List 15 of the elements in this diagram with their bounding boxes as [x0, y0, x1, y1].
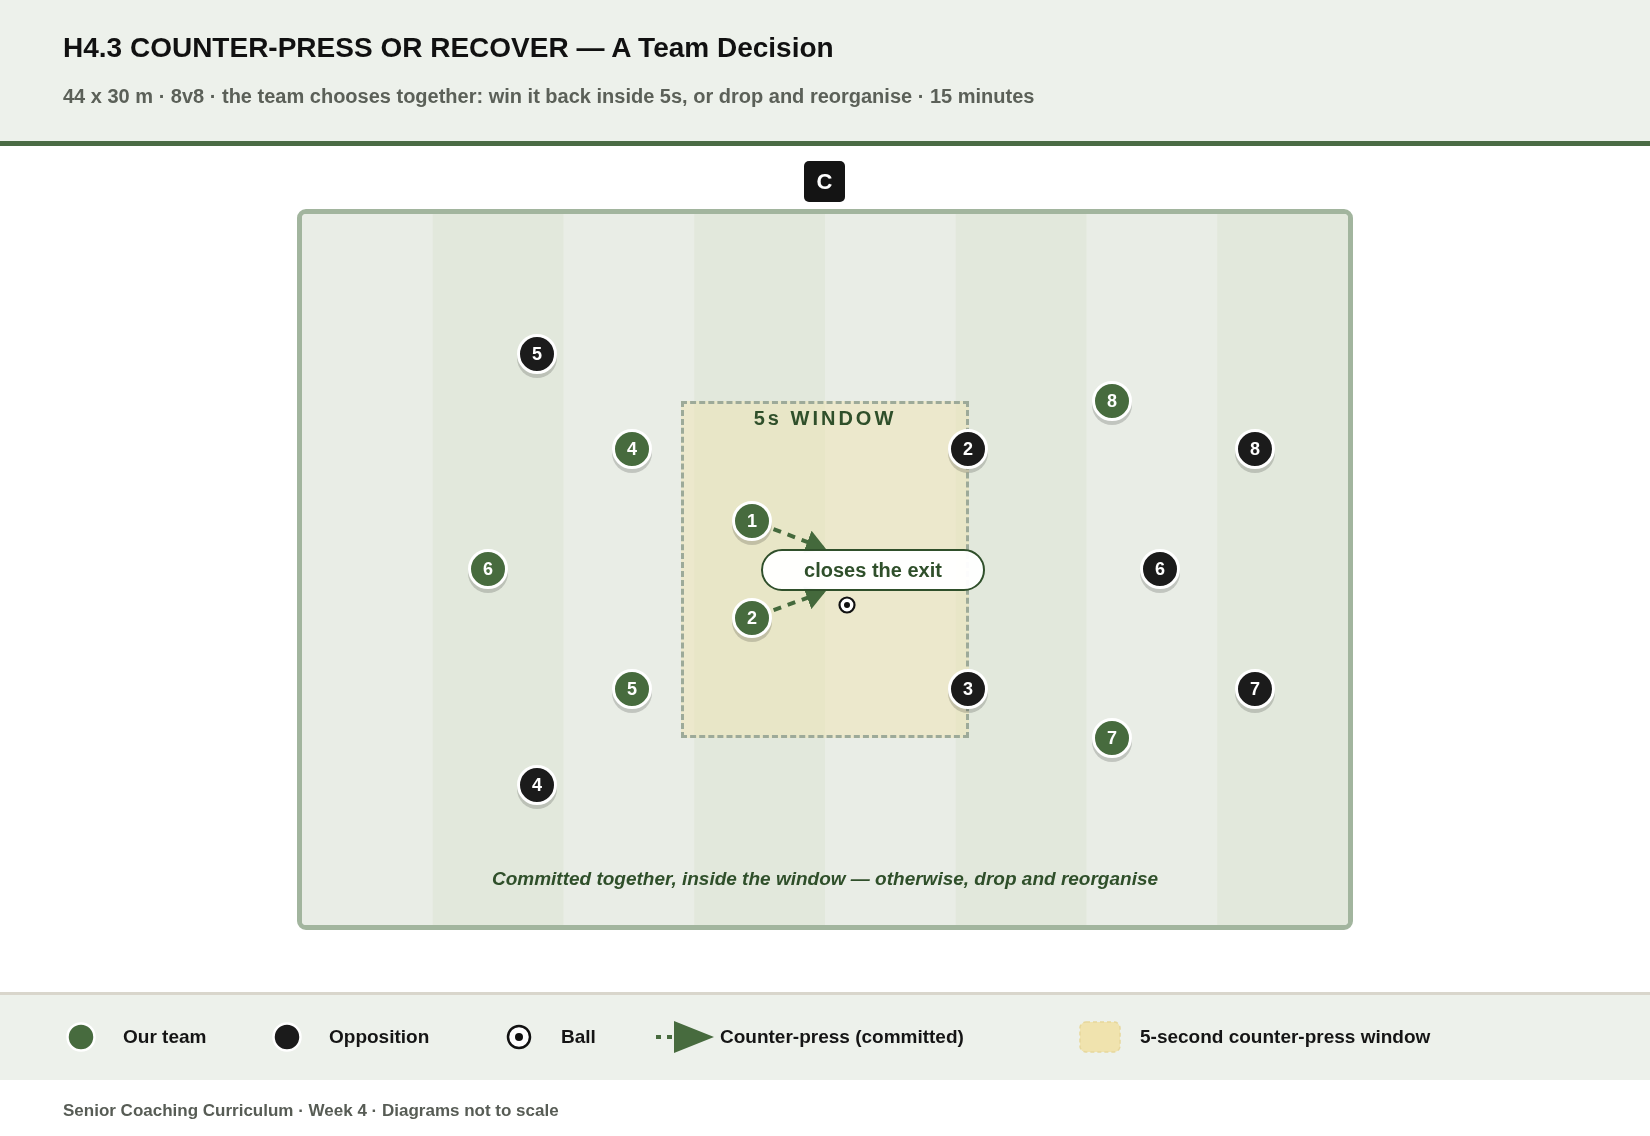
arrow	[772, 527, 827, 552]
legend-label: 5-second counter-press window	[1140, 1026, 1431, 1048]
zone-label: 5s WINDOW	[753, 407, 897, 430]
legend-label: Counter-press (committed)	[720, 1026, 964, 1048]
coach-marker: C	[804, 161, 845, 202]
legend-label: Ball	[561, 1026, 596, 1048]
legend-label: Opposition	[329, 1026, 430, 1048]
pitch	[297, 209, 1353, 930]
subtitle: 44 x 30 m · 8v8 · the team chooses together: win it back inside 5s, or drop and reorganise · 15 minutes	[63, 84, 1035, 108]
pitch-caption: Committed together, inside the window — otherwise, drop and reorganise	[491, 868, 1159, 890]
diagram-title: H4.3 COUNTER-PRESS OR RECOVER — A Team Decision	[63, 31, 834, 65]
legend-label: Our team	[123, 1026, 207, 1048]
callout-label: closes the exit	[761, 549, 985, 591]
footer-note: Senior Coaching Curriculum · Week 4 · Diagrams not to scale	[63, 1101, 559, 1121]
arrow	[772, 588, 827, 612]
